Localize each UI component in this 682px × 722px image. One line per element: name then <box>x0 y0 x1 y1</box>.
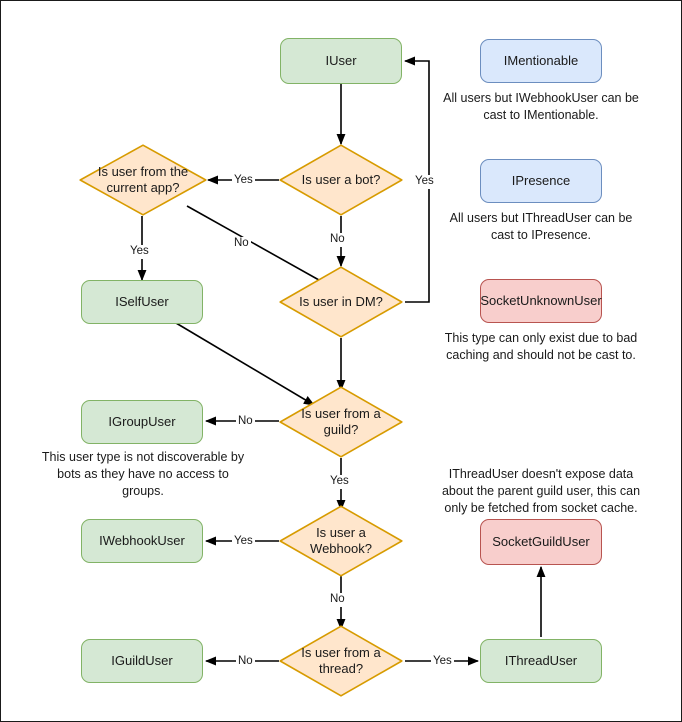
diamond-shape <box>79 144 207 216</box>
decision-is-webhook-label: Is user a Webhook? <box>310 524 372 556</box>
decision-from-guild-label: Is user from a guild? <box>301 405 381 437</box>
edge-label-app-no: No <box>232 237 251 251</box>
note-socketguilduser-text: IThreadUser doesn't expose data about th… <box>441 467 641 515</box>
node-iuser-label: IUser <box>325 52 357 68</box>
note-socketunknownuser: This type can only exist due to bad cach… <box>437 330 645 364</box>
node-socketunknownuser[interactable]: SocketUnknownUser <box>480 279 602 323</box>
decision-is-bot[interactable]: Is user a bot? <box>279 144 403 216</box>
note-socketguilduser: IThreadUser doesn't expose data about th… <box>435 466 647 517</box>
node-iguilduser[interactable]: IGuildUser <box>81 639 203 683</box>
decision-is-bot-label: Is user a bot? <box>301 171 381 187</box>
diamond-shape <box>279 625 403 697</box>
node-iguilduser-label: IGuildUser <box>111 652 173 668</box>
edge-label-bot-no: No <box>328 233 347 247</box>
node-iselfuser[interactable]: ISelfUser <box>81 280 203 324</box>
note-ipresence-text: All users but IThreadUser can be cast to… <box>449 211 633 242</box>
node-igroupuser-label: IGroupUser <box>108 413 176 429</box>
decision-from-current-app[interactable]: Is user from the current app? <box>79 144 207 216</box>
note-imentionable: All users but IWebhookUser can be cast t… <box>441 90 641 124</box>
note-igroupuser: This user type is not discoverable by bo… <box>35 449 251 500</box>
node-imentionable[interactable]: IMentionable <box>480 39 602 83</box>
decision-from-thread[interactable]: Is user from a thread? <box>279 625 403 697</box>
node-socketguilduser[interactable]: SocketGuildUser <box>480 519 602 565</box>
diamond-shape <box>279 144 403 216</box>
note-socketunknownuser-text: This type can only exist due to bad cach… <box>444 331 638 362</box>
node-ipresence-label: IPresence <box>511 172 571 188</box>
edge-label-guild-yes: Yes <box>328 475 351 489</box>
node-ipresence[interactable]: IPresence <box>480 159 602 203</box>
node-imentionable-label: IMentionable <box>503 52 579 68</box>
decision-from-thread-label: Is user from a thread? <box>301 644 381 676</box>
edge-label-webhook-no: No <box>328 593 347 607</box>
node-iselfuser-label: ISelfUser <box>115 293 169 309</box>
note-igroupuser-text: This user type is not discoverable by bo… <box>41 450 245 498</box>
edge-label-dm-yes: Yes <box>413 175 436 189</box>
node-iuser[interactable]: IUser <box>280 38 402 84</box>
decision-from-current-app-label: Is user from the current app? <box>97 163 189 195</box>
node-socketguilduser-label: SocketGuildUser <box>492 533 590 549</box>
edge-label-bot-yes: Yes <box>232 174 255 188</box>
decision-in-dm-label: Is user in DM? <box>299 293 383 309</box>
diamond-shape <box>279 505 403 577</box>
node-igroupuser[interactable]: IGroupUser <box>81 400 203 444</box>
node-iwebhookuser-label: IWebhookUser <box>99 532 185 548</box>
edge-label-guild-no: No <box>236 415 255 429</box>
note-imentionable-text: All users but IWebhookUser can be cast t… <box>443 91 639 122</box>
edge-label-webhook-yes: Yes <box>232 535 255 549</box>
node-iwebhookuser[interactable]: IWebhookUser <box>81 519 203 563</box>
decision-in-dm[interactable]: Is user in DM? <box>279 266 403 338</box>
node-ithreaduser[interactable]: IThreadUser <box>480 639 602 683</box>
decision-is-webhook[interactable]: Is user a Webhook? <box>279 505 403 577</box>
node-socketunknownuser-label: SocketUnknownUser <box>480 292 602 308</box>
note-ipresence: All users but IThreadUser can be cast to… <box>441 210 641 244</box>
node-ithreaduser-label: IThreadUser <box>504 652 578 668</box>
edge-label-thread-yes: Yes <box>431 655 454 669</box>
edge-label-thread-no: No <box>236 655 255 669</box>
decision-from-guild[interactable]: Is user from a guild? <box>279 386 403 458</box>
edge-label-app-yes: Yes <box>128 245 151 259</box>
